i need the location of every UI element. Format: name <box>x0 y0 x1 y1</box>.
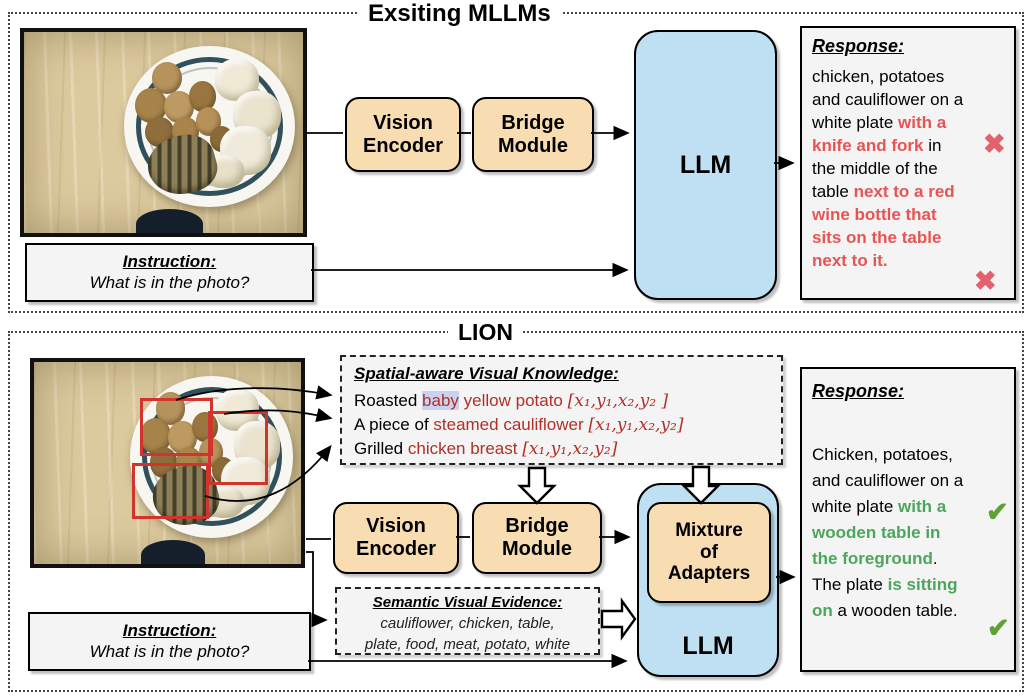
cross-icon: ✖ <box>983 129 1006 159</box>
panel-title-existing: Exsiting MLLMs <box>358 0 561 28</box>
spatial-knowledge-heading: Spatial-aware Visual Knowledge: <box>354 364 619 383</box>
knowledge-line-potato: Roasted baby yellow potato [x₁,y₁,x₂,y₂ … <box>354 391 669 411</box>
check-icon: ✔ <box>986 497 1009 527</box>
instruction-heading: Instruction: <box>122 621 217 640</box>
knowledge-line-chicken: Grilled chicken breast [x₁,y₁,x₂,y₂] <box>354 439 618 459</box>
response-heading: Response: <box>812 36 905 56</box>
mixture-of-adapters-box: Mixture of Adapters <box>647 502 771 603</box>
response-heading: Response: <box>812 381 905 401</box>
check-icon: ✔ <box>987 613 1010 643</box>
response-box-bottom: Response: Chicken, potatoes,and cauliflo… <box>800 367 1016 672</box>
knowledge-line-cauliflower: A piece of steamed cauliflower [x₁,y₁,x₂… <box>354 415 684 435</box>
instruction-box-top: Instruction: What is in the photo? <box>25 243 314 302</box>
dark-object <box>140 539 205 564</box>
instruction-text: What is in the photo? <box>89 273 250 292</box>
potato <box>191 411 219 443</box>
potato <box>189 81 217 112</box>
llm-box-bottom: Mixture of Adapters LLM <box>637 483 779 677</box>
plate <box>124 46 295 207</box>
bounding-box-potato <box>140 398 213 456</box>
vision-encoder-box-bottom: Vision Encoder <box>333 502 459 574</box>
instruction-box-bottom: Instruction: What is in the photo? <box>28 612 311 671</box>
instruction-text: What is in the photo? <box>89 642 250 661</box>
llm-label: LLM <box>682 632 734 660</box>
plate-rim-ring <box>136 57 283 196</box>
semantic-evidence-heading: Semantic Visual Evidence: <box>372 594 563 611</box>
semantic-evidence-box: Semantic Visual Evidence: cauliflower, c… <box>335 587 600 655</box>
food-photo-grounded <box>30 358 305 568</box>
cross-icon: ✖ <box>974 266 997 296</box>
instruction-heading: Instruction: <box>122 252 217 271</box>
spatial-knowledge-box: Spatial-aware Visual Knowledge: Roasted … <box>340 355 783 465</box>
panel-title-lion: LION <box>448 319 523 346</box>
semantic-evidence-words: cauliflower, chicken, table, <box>380 615 555 632</box>
vision-encoder-box-top: Vision Encoder <box>345 97 461 172</box>
food-photo-plain <box>20 28 307 237</box>
bounding-box-cauliflower <box>208 411 268 485</box>
bridge-module-box-bottom: Bridge Module <box>472 502 602 574</box>
semantic-evidence-words: plate, food, meat, potato, white <box>364 636 571 653</box>
bounding-box-chicken <box>132 463 209 519</box>
bridge-module-box-top: Bridge Module <box>472 97 594 172</box>
dark-object <box>135 208 203 233</box>
llm-box-top: LLM <box>634 30 777 300</box>
